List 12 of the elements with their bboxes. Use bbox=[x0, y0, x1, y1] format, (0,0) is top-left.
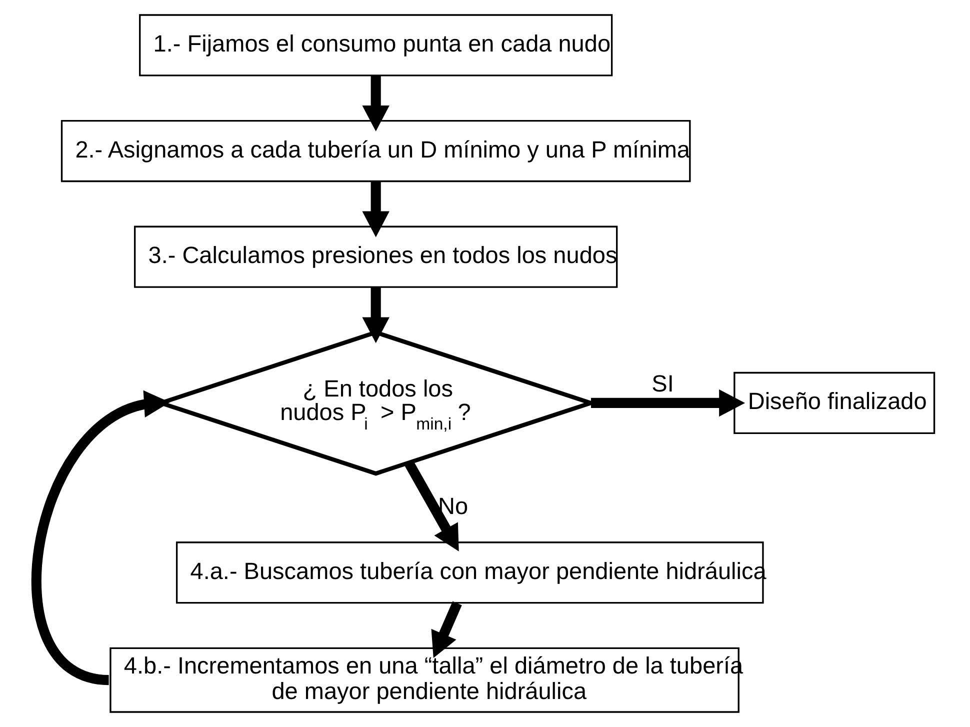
node-box: 1.- Fijamos el consumo punta en cada nudo bbox=[139, 14, 613, 76]
arrow bbox=[31, 390, 170, 686]
node-box: 3.- Calculamos presiones en todos los nudos bbox=[134, 226, 618, 288]
node-box: Diseño finalizado bbox=[734, 372, 936, 434]
arrow bbox=[362, 287, 390, 344]
edge-label: SI bbox=[652, 370, 674, 397]
arrow bbox=[362, 182, 390, 238]
arrow bbox=[591, 389, 746, 417]
edge-label: No bbox=[438, 493, 468, 520]
arrow bbox=[431, 601, 462, 658]
arrow bbox=[404, 460, 459, 552]
arrow bbox=[362, 76, 390, 132]
